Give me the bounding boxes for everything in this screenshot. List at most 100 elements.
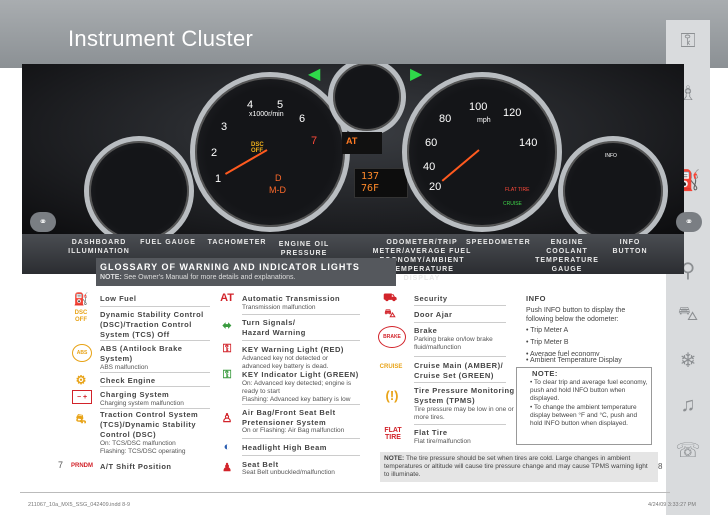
coolant-gauge: INFO (558, 136, 668, 234)
high-beam-icon: ◐ (223, 441, 231, 453)
divider (242, 438, 360, 439)
divider (414, 424, 506, 425)
info-note-bullet: • To clear trip and average fuel economy… (530, 379, 648, 402)
seat-belt-icon: ♟ (222, 461, 232, 474)
speed-number: 40 (423, 161, 436, 173)
book-icon-left[interactable]: ⚭ (30, 212, 56, 232)
speed-unit-label: mph (477, 117, 491, 124)
divider (242, 404, 360, 405)
turn-right-arrow-icon: ▶ (410, 66, 423, 83)
divider (414, 356, 506, 357)
climate-icon[interactable]: ❄ (679, 349, 697, 372)
item-security: Security (414, 294, 448, 303)
info-bullet: • Trip Meter A (526, 327, 569, 334)
center-display: AT (342, 132, 382, 154)
security-icon: ⛟ (383, 292, 397, 304)
tach-needle (224, 149, 268, 175)
low-fuel-icon: ⛽ (73, 292, 89, 306)
item-automatic-transmission: Automatic Transmission (242, 294, 341, 303)
info-note-box (516, 367, 652, 445)
label-odometer: ODOMETER/TRIP METER/AVERAGE FUEL ECONOMY… (372, 239, 472, 282)
divider (242, 314, 360, 315)
glossary-banner (96, 258, 396, 286)
tire-pressure-note: NOTE: The tire pressure should be set wh… (380, 452, 658, 482)
footer-file-info: 211067_10a_MX5_SSG_042409.indd 8-9 (28, 502, 131, 508)
info-bullet-text: Trip Meter A (530, 327, 569, 334)
traction-control-icon: ⛐ (75, 412, 87, 426)
info-bullet-text: Ambient Temperature Display (530, 357, 622, 364)
page-number-left: 7 (58, 460, 64, 470)
fuel-gauge (84, 136, 194, 234)
info-note-text: To change the ambient temperature displa… (530, 404, 638, 427)
instrument-cluster-photo: x1000r/min 1 2 3 4 5 6 7 DSC OFF D M-D A… (22, 64, 684, 234)
turn-signal-icon: ⬌ (222, 319, 232, 332)
item-key-warning-desc: Advanced key not detected or advanced ke… (242, 355, 329, 370)
info-bullet: • Ambient Temperature Display (526, 356, 622, 365)
item-key-indicator-desc: On: Advanced key detected; engine is rea… (242, 380, 352, 403)
divider (100, 306, 210, 307)
tachometer: x1000r/min 1 2 3 4 5 6 7 DSC OFF D M-D (190, 72, 350, 232)
divider (414, 305, 506, 306)
tach-number: 5 (277, 99, 284, 111)
item-seat-belt-desc: Seat Belt unbuckled/malfunction (242, 469, 335, 476)
key-indicator-icon: ⚿ (222, 368, 232, 381)
tach-unit-label: x1000r/min (249, 111, 284, 118)
ambient-temp-value: 76F (361, 183, 380, 194)
key-icon[interactable]: ⚿ (680, 29, 696, 52)
divider (414, 382, 506, 383)
speed-number: 80 (439, 113, 452, 125)
at-indicator: AT (346, 136, 358, 146)
item-charging-desc: Charging system malfunction (100, 400, 184, 407)
odometer-value: 137 (361, 171, 380, 182)
tire-note-label: NOTE: (384, 455, 405, 462)
page-title: Instrument Cluster (68, 26, 254, 51)
item-abs: ABS (Antilock Brake System) (100, 344, 183, 363)
info-bullet: • Trip Meter B (526, 339, 569, 346)
label-tachometer: TACHOMETER (207, 239, 267, 246)
page-header (0, 0, 728, 68)
item-charging-system: Charging System (100, 390, 170, 399)
key-warning-icon: ⚿ (222, 342, 232, 355)
info-note-bullet: • To change the ambient temperature disp… (530, 404, 638, 427)
speed-needle (441, 149, 480, 182)
item-door-ajar: Door Ajar (414, 310, 453, 319)
divider (242, 340, 360, 341)
dsc-off-icon: DSC OFF (74, 310, 88, 323)
car-icon[interactable]: ⛍ (677, 302, 699, 325)
item-seat-belt: Seat Belt (242, 460, 279, 469)
check-engine-icon: ⚙ (75, 373, 87, 387)
info-bullet-text: Trip Meter B (530, 339, 569, 346)
item-check-engine: Check Engine (100, 376, 156, 385)
book-icon-right[interactable]: ⚭ (676, 212, 702, 232)
glossary-note-label: NOTE: (100, 274, 122, 281)
glossary-title: GLOSSARY OF WARNING AND INDICATOR LIGHTS (100, 262, 360, 272)
item-at-shift-position: A/T Shift Position (100, 462, 172, 471)
footer-timestamp: 4/24/09 3:33:27 PM (648, 502, 697, 508)
label-fuel-gauge: FUEL GAUGE (140, 239, 196, 246)
item-flat-tire-desc: Flat tire/malfunction (414, 438, 471, 445)
label-info-button: INFO BUTTON (612, 239, 648, 255)
tire-note-text: The tire pressure should be set when tir… (384, 455, 648, 478)
divider (100, 386, 210, 387)
flat-tire-cluster-icon: FLAT TIRE (505, 187, 530, 193)
item-key-warning: KEY Warning Light (RED) (242, 345, 344, 354)
item-turn-signals: Turn Signals/ Hazard Warning (242, 318, 306, 337)
info-note-text: To clear trip and average fuel economy, … (530, 379, 648, 402)
speed-number: 100 (469, 101, 488, 113)
phone-icon[interactable]: ☏ (675, 439, 701, 462)
turn-left-arrow-icon: ◀ (308, 66, 321, 83)
tpms-icon: (!) (385, 387, 399, 403)
page-number-right: 8 (658, 462, 663, 471)
item-airbag-desc: On or Flashing: Air Bag malfunction (242, 427, 345, 434)
at-warning-icon: AT (220, 292, 234, 304)
item-key-indicator: KEY Indicator Light (GREEN) (242, 370, 359, 379)
speedometer: mph 20 40 60 80 100 120 140 FLAT TIRE CR… (402, 72, 562, 232)
magnifier-icon[interactable]: ⚲ (680, 259, 696, 282)
item-brake-desc: Parking brake on/low brake fluid/malfunc… (414, 336, 493, 351)
divider (100, 340, 210, 341)
divider (100, 408, 210, 409)
music-icon[interactable]: ♫ (680, 393, 696, 416)
tach-number: 1 (215, 173, 222, 185)
item-traction-desc: On: TCS/DSC malfunction Flashing: TCS/DS… (100, 440, 186, 455)
divider (100, 372, 210, 373)
